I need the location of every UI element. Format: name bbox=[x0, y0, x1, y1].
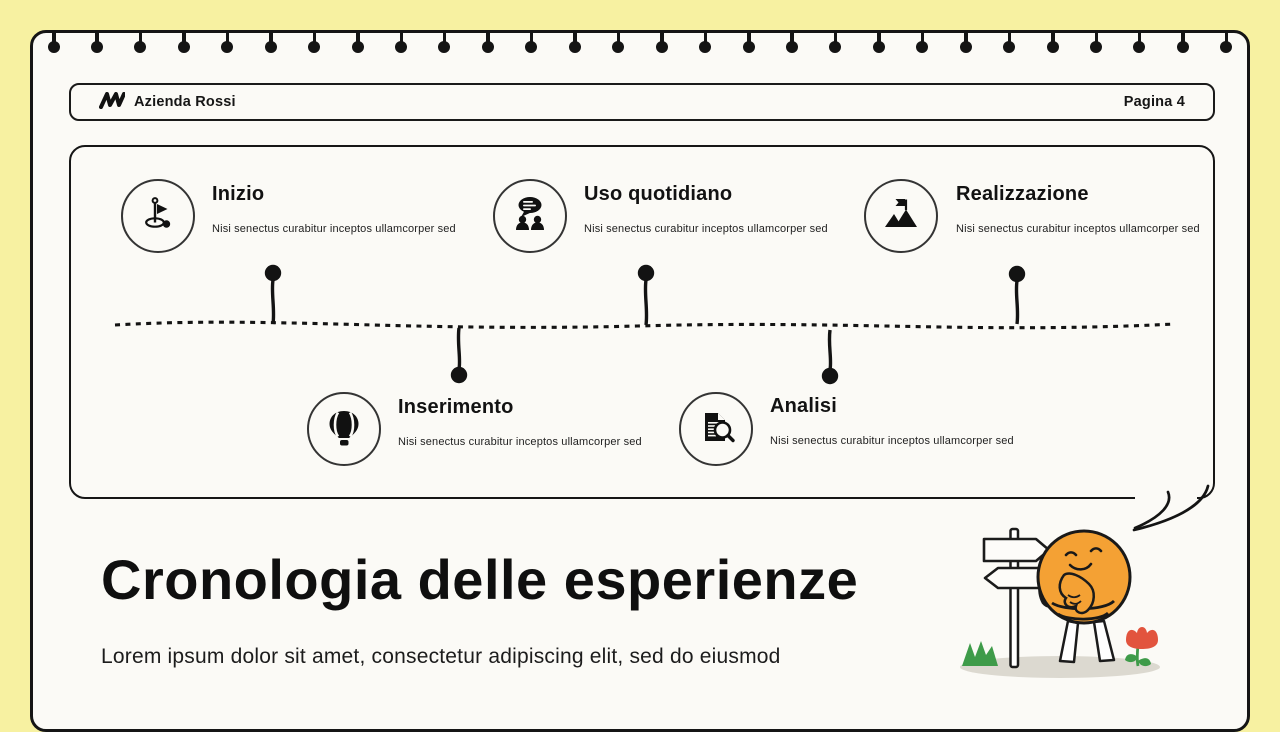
binder-pin-icon bbox=[829, 31, 842, 55]
milestone-description: Nisi senectus curabitur inceptos ullamco… bbox=[584, 223, 828, 235]
milestone-text: Inizio Nisi senectus curabitur inceptos … bbox=[212, 183, 456, 235]
flower-leaf bbox=[1138, 658, 1151, 667]
flower-bloom bbox=[1126, 627, 1158, 649]
binder-pin-icon bbox=[1133, 31, 1146, 55]
binder-pin-icon bbox=[785, 31, 798, 55]
binder-pin-icon bbox=[1090, 31, 1103, 55]
milestone-icon-badge bbox=[864, 179, 938, 253]
milestone-description: Nisi senectus curabitur inceptos ullamco… bbox=[212, 223, 456, 235]
flower-leaf bbox=[1125, 654, 1138, 663]
binder-pin-icon bbox=[872, 31, 885, 55]
milestone-title: Inserimento bbox=[398, 396, 514, 418]
binder-pin-icon bbox=[655, 31, 668, 55]
milestone-text: Analisi Nisi senectus curabitur inceptos… bbox=[770, 395, 1014, 447]
milestone-text: Inserimento Nisi senectus curabitur ince… bbox=[398, 396, 642, 448]
notebook-page: Azienda Rossi Pagina 4 bbox=[30, 30, 1250, 732]
milestone-icon-badge bbox=[493, 179, 567, 253]
binder-pin-icon bbox=[438, 31, 451, 55]
speech-tail bbox=[1132, 484, 1210, 532]
signpost-pole bbox=[1009, 527, 1020, 669]
grass-icon bbox=[962, 641, 998, 666]
milestone-icon-badge bbox=[679, 392, 753, 466]
binder-pin-icon bbox=[1176, 31, 1189, 55]
hot-air-balloon-icon bbox=[323, 407, 365, 452]
milestone-icon-badge bbox=[121, 179, 195, 253]
binder-pin-icon bbox=[1003, 31, 1016, 55]
zigzag-m-logo-icon bbox=[99, 91, 126, 113]
binder-pin-icon bbox=[351, 31, 364, 55]
page-number-label: Pagina 4 bbox=[1123, 94, 1185, 110]
character-leg bbox=[1058, 619, 1080, 664]
binder-pin-icon bbox=[568, 31, 581, 55]
milestone-description: Nisi senectus curabitur inceptos ullamco… bbox=[956, 223, 1200, 235]
hand-finger-line bbox=[1067, 594, 1081, 599]
milestone-icon-badge bbox=[307, 392, 381, 466]
timeline-card: Inizio Nisi senectus curabitur inceptos … bbox=[69, 145, 1215, 499]
chat-users-icon bbox=[509, 194, 551, 239]
binder-pin-icon bbox=[177, 31, 190, 55]
binder-pins bbox=[47, 31, 1233, 55]
character-leg bbox=[1092, 619, 1116, 663]
binder-pin-icon bbox=[47, 31, 60, 55]
thinking-bulb-character-illustration bbox=[960, 527, 1160, 678]
binder-pin-icon bbox=[699, 31, 712, 55]
binder-pin-icon bbox=[525, 31, 538, 55]
milestone-title: Uso quotidiano bbox=[584, 183, 733, 205]
binder-pin-icon bbox=[134, 31, 147, 55]
binder-pin-icon bbox=[395, 31, 408, 55]
binder-pin-icon bbox=[1220, 31, 1233, 55]
binder-pin-icon bbox=[90, 31, 103, 55]
milestone-description: Nisi senectus curabitur inceptos ullamco… bbox=[398, 436, 642, 448]
binder-pin-icon bbox=[221, 31, 234, 55]
binder-pin-icon bbox=[264, 31, 277, 55]
binder-pin-icon bbox=[959, 31, 972, 55]
character-eye bbox=[1089, 547, 1103, 553]
sign-arrow-right bbox=[982, 537, 1051, 563]
binder-pin-icon bbox=[612, 31, 625, 55]
hand-finger-line bbox=[1069, 600, 1082, 605]
character-bulb-body bbox=[1036, 529, 1132, 625]
header-bar: Azienda Rossi Pagina 4 bbox=[69, 83, 1215, 121]
milestone-text: Realizzazione Nisi senectus curabitur in… bbox=[956, 183, 1200, 235]
brand: Azienda Rossi bbox=[99, 91, 236, 113]
golf-flag-icon bbox=[137, 194, 179, 239]
milestone-description: Nisi senectus curabitur inceptos ullamco… bbox=[770, 435, 1014, 447]
character-smile bbox=[1068, 562, 1093, 571]
milestone-title: Inizio bbox=[212, 183, 265, 205]
binder-pin-icon bbox=[742, 31, 755, 55]
slide-subtitle: Lorem ipsum dolor sit amet, consectetur … bbox=[101, 645, 781, 668]
document-search-icon bbox=[695, 407, 737, 452]
bulb-base-ridge bbox=[1057, 611, 1109, 621]
mountain-flag-icon bbox=[880, 194, 922, 239]
binder-pin-icon bbox=[1046, 31, 1059, 55]
character-eye bbox=[1064, 551, 1078, 557]
milestone-title: Analisi bbox=[770, 395, 837, 417]
company-name: Azienda Rossi bbox=[134, 94, 236, 110]
character-hand bbox=[1058, 572, 1095, 615]
binder-pin-icon bbox=[916, 31, 929, 55]
milestone-text: Uso quotidiano Nisi senectus curabitur i… bbox=[584, 183, 828, 235]
slide-title: Cronologia delle esperienze bbox=[101, 548, 859, 611]
binder-pin-icon bbox=[481, 31, 494, 55]
milestone-title: Realizzazione bbox=[956, 183, 1089, 205]
binder-pin-icon bbox=[308, 31, 321, 55]
